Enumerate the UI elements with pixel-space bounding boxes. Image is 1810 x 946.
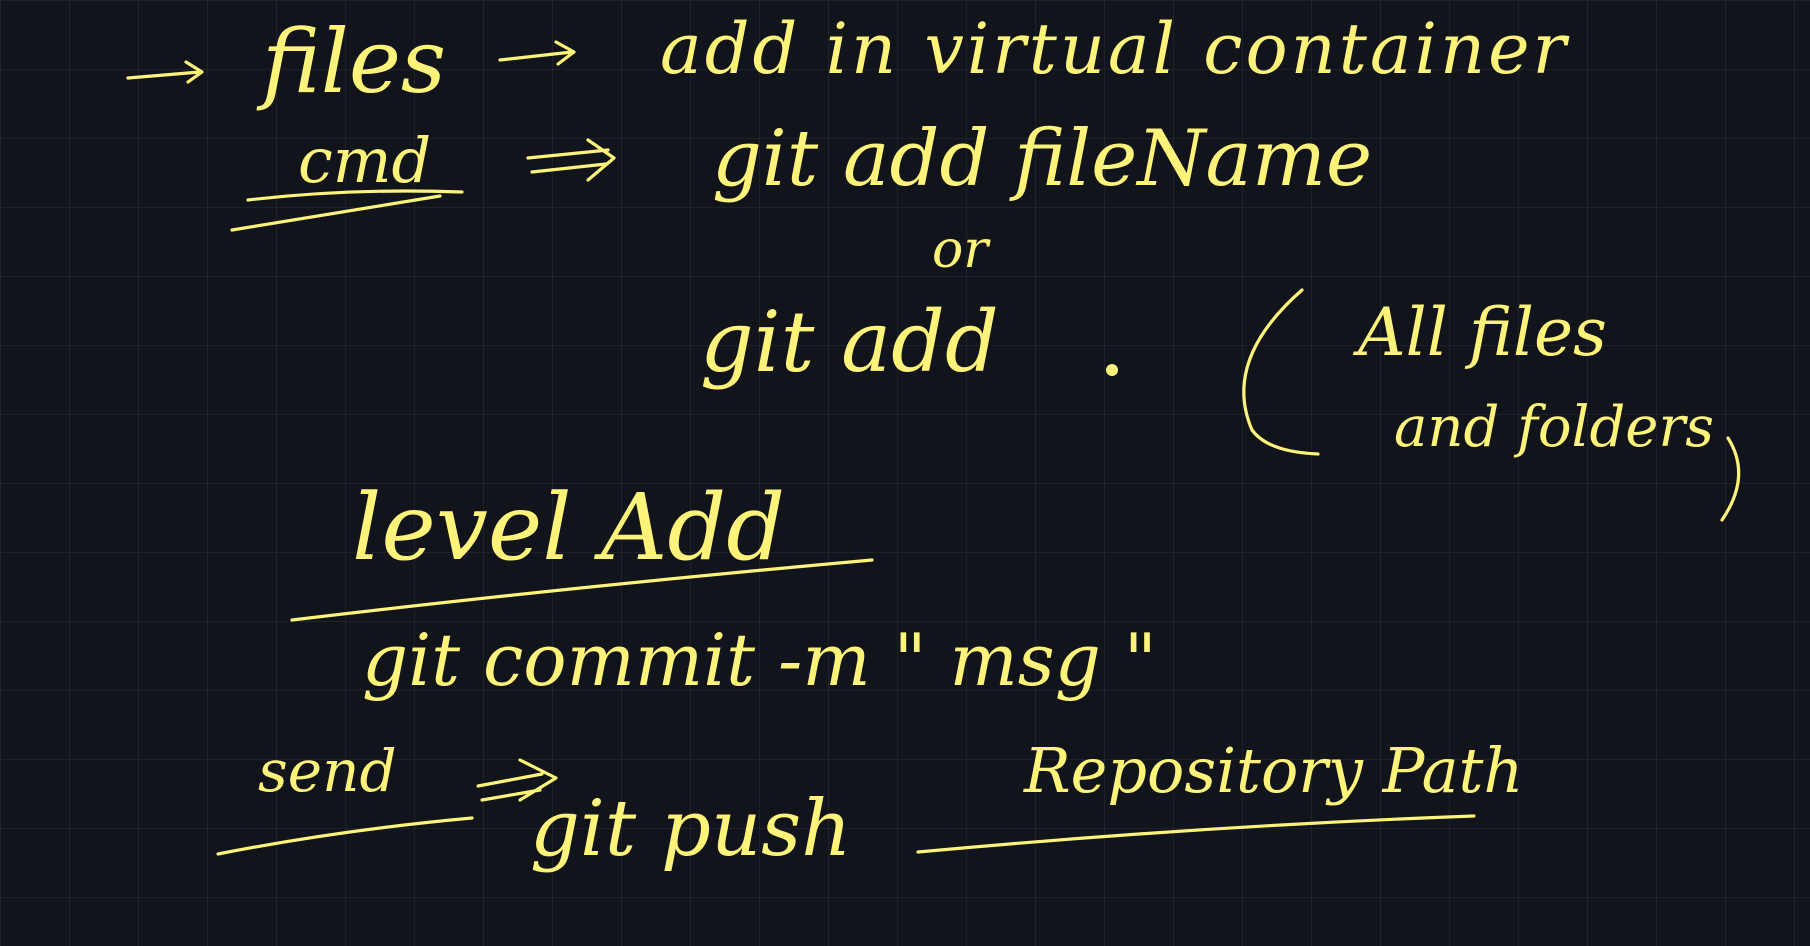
cmd-underline [230,194,442,232]
cmd-underline [246,189,464,202]
arrow-icon [498,40,576,66]
send-label: send [258,737,397,805]
double-arrow-icon [526,138,616,182]
git-push-command: git push [530,784,852,874]
files-label: files [262,10,447,113]
virtual-container-text: add in virtual container [660,8,1569,90]
close-bracket [1720,436,1741,522]
all-files-note: All files [1358,294,1607,371]
cmd-label: cmd [298,124,432,197]
heading-underline [290,558,874,622]
repository-path-label: Repository Path [1024,734,1524,807]
open-bracket [1242,288,1320,456]
or-label: or [932,220,989,280]
period-dot [1106,364,1118,376]
send-underline [216,816,474,856]
git-add-filename-command: git add fileName [712,114,1373,204]
level-add-heading: level Add [352,474,786,581]
and-folders-note: and folders [1394,395,1714,460]
arrow-icon [126,60,204,84]
double-arrow-icon [476,758,558,802]
git-commit-command: git commit -m " msg " [362,618,1157,702]
path-underline [916,814,1476,854]
git-add-dot-command: git add [700,293,999,391]
